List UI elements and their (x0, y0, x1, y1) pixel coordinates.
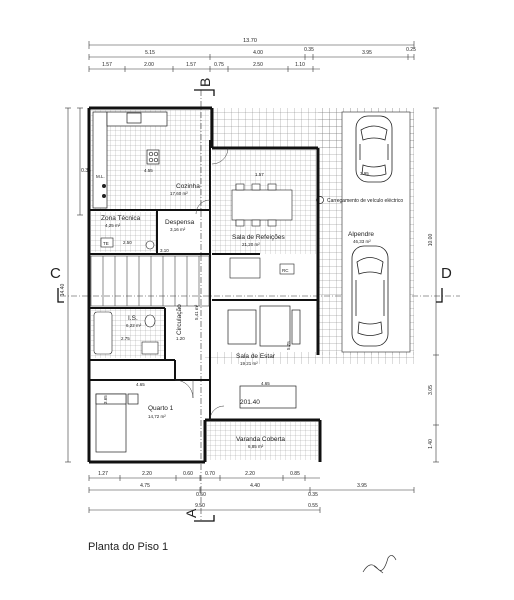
dim-top-small-6: 1.10 (295, 62, 305, 68)
dim-bottom-mid-1: 4.75 (140, 483, 150, 489)
is-name: I.S. (128, 315, 138, 322)
dim-bottom-low: 9.50 (195, 503, 205, 509)
dim-int-c: 2.75 (121, 336, 130, 341)
dim-top-mid-4: 3.95 (362, 50, 372, 56)
te-box (100, 237, 114, 248)
dim-right-low: 1.40 (428, 439, 434, 449)
section-marker-a (194, 515, 215, 522)
dim-bottom-small-6: 0.85 (290, 471, 300, 477)
dim-left-total: 14.40 (60, 284, 66, 297)
quarto-area: 14,72 m² (148, 414, 166, 419)
left-dimensions (65, 107, 83, 463)
dim-bottom-sub-2: 0.35 (308, 492, 318, 498)
door-arcs (174, 147, 229, 421)
circulacao-area: 5,41 m² (194, 304, 199, 320)
bed (95, 393, 139, 453)
dim-bottom-small-1: 1.27 (98, 471, 108, 477)
dim-int-b: 4.65 (261, 381, 270, 386)
dim-int-e: 1.20 (176, 336, 185, 341)
staircase (90, 255, 210, 307)
section-marker-d (436, 288, 443, 303)
fireplace (229, 257, 261, 279)
dim-top-small-4: 0.75 (214, 62, 224, 68)
dim-left-small: 0.35 (81, 168, 91, 174)
dining-table (231, 183, 293, 227)
plan-caption: Planta do Piso 1 (88, 541, 169, 553)
section-marker-c (57, 288, 64, 303)
rc-label: RC (282, 268, 289, 273)
dim-bottom-low2: 0.55 (308, 503, 318, 509)
dim-bottom-small-2: 2.20 (142, 471, 152, 477)
cozinha-name: Cozinha (176, 183, 200, 190)
plot-label: 201.40 (240, 399, 260, 406)
dim-right-mid: 3.05 (428, 385, 434, 395)
dim-int-m: 4.55 (144, 168, 153, 173)
despensa-area: 3,16 m² (170, 227, 186, 232)
dim-top-small-1: 1.57 (102, 62, 112, 68)
zona-area: 4,25 m² (105, 223, 121, 228)
varanda-area: 6,85 m² (248, 444, 264, 449)
estar-name: Sala de Estar (236, 353, 276, 360)
dim-top-mid-3: 0.35 (304, 47, 314, 53)
is-area: 6,22 m² (126, 323, 142, 328)
dim-int-d: 5.75 (286, 341, 291, 350)
dim-bottom-small-4: 0.70 (205, 471, 215, 477)
estar-area: 19,21 m² (240, 361, 258, 366)
refeicoes-area: 21,20 m² (242, 242, 260, 247)
dim-right-total: 10.00 (428, 234, 434, 247)
dim-top-mid-1: 5.15 (145, 50, 155, 56)
dim-int-g: 3.10 (160, 248, 169, 253)
rc-box (279, 263, 295, 275)
section-c-label: C (50, 265, 61, 282)
dim-int-f: 2.50 (123, 240, 132, 245)
section-a-label: A (183, 508, 199, 518)
dim-int-j: 3.65 (103, 395, 108, 404)
car-icon (351, 245, 389, 347)
dim-int-h: 1.57 (255, 172, 264, 177)
dim-bottom-mid-2: 4.40 (250, 483, 260, 489)
circulacao-name: Circulação (176, 304, 183, 335)
dim-bottom-small-5: 2.20 (245, 471, 255, 477)
dim-top-small-3: 1.57 (186, 62, 196, 68)
dim-top-mid-2: 4.00 (253, 50, 263, 56)
boiler-icon (145, 240, 155, 250)
dim-top-total: 13.70 (243, 38, 257, 44)
varanda-floor (207, 422, 318, 460)
car-dim-label: 3.95 (360, 171, 369, 176)
quarto-name: Quarto 1 (148, 405, 174, 412)
dim-top-small-2: 2.00 (144, 62, 154, 68)
dim-top-mid-5: 0.25 (406, 47, 416, 53)
kitchen-counter (92, 111, 168, 209)
ev-charger-note: Carregamento de veículo eléctrico (327, 198, 403, 204)
interior-walls (89, 140, 320, 421)
appliance-icons (102, 184, 106, 198)
bathroom-fixtures (93, 311, 159, 355)
top-dimensions (88, 41, 415, 72)
section-d-label: D (441, 265, 452, 282)
ml-label: M.L. (96, 174, 105, 179)
paving-grid-bottom (205, 352, 414, 364)
despensa-name: Despensa (165, 219, 195, 226)
dim-bottom-small-3: 0.60 (183, 471, 193, 477)
bottom-dimensions (88, 475, 415, 513)
dim-top-small-5: 2.50 (253, 62, 263, 68)
signature (362, 555, 397, 574)
car-icon (355, 115, 393, 183)
dim-bottom-mid-3: 3.95 (357, 483, 367, 489)
exterior-walls (87, 106, 322, 464)
right-dimensions (433, 107, 439, 463)
living-furniture (227, 305, 301, 409)
te-label: TE (103, 241, 109, 246)
cozinha-area: 17,60 m² (170, 191, 188, 196)
zona-name: Zona Técnica (101, 215, 141, 222)
section-marker-b (194, 89, 215, 96)
alpendre-name: Alpendre (348, 231, 374, 238)
alpendre-area: 46,33 m² (353, 239, 371, 244)
section-b-label: B (197, 78, 213, 87)
dim-int-a: 4.65 (136, 382, 145, 387)
varanda-name: Varanda Coberta (236, 436, 285, 443)
refeicoes-name: Sala de Refeições (232, 234, 286, 241)
